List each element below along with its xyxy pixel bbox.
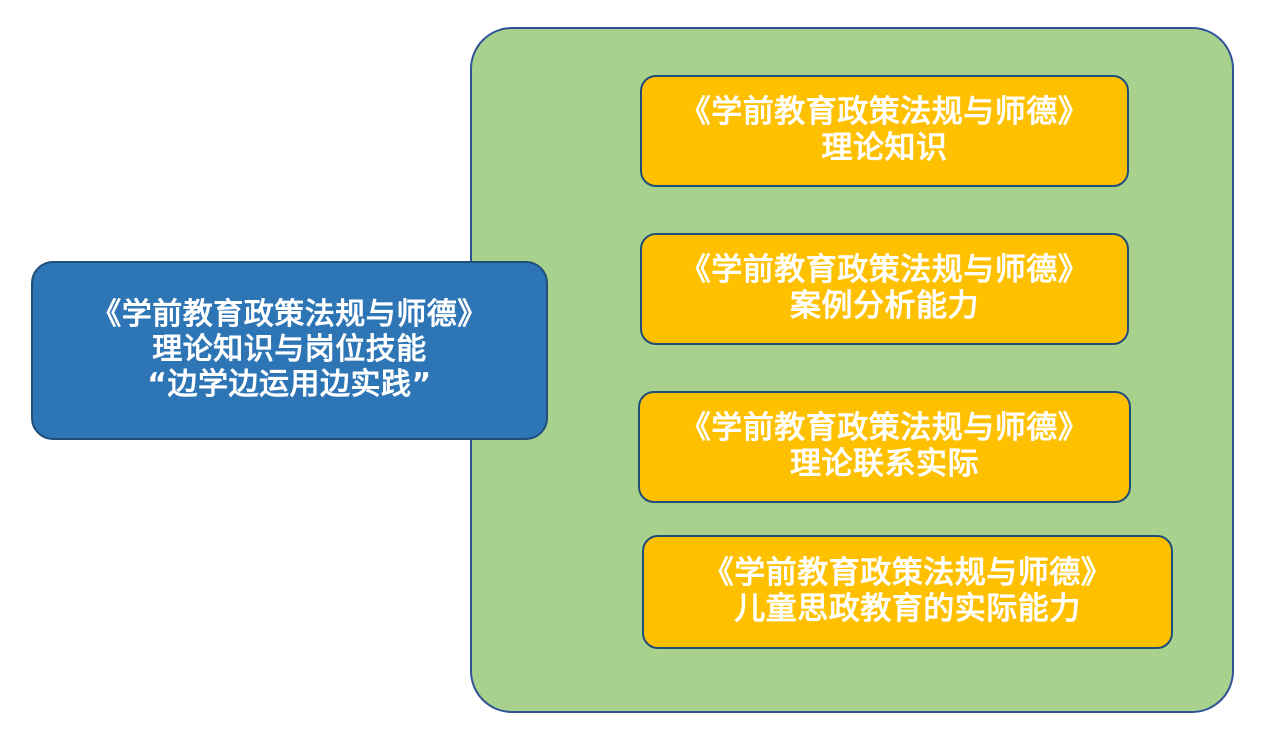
group-node-1-line-1: 《学前教育政策法规与师德》 bbox=[679, 94, 1090, 131]
group-node-3[interactable]: 《学前教育政策法规与师德》 理论联系实际 bbox=[638, 391, 1131, 503]
group-node-4-line-2: 儿童思政教育的实际能力 bbox=[734, 591, 1081, 627]
group-node-1[interactable]: 《学前教育政策法规与师德》 理论知识 bbox=[640, 75, 1129, 187]
source-node-line-3: “边学边运用边实践” bbox=[147, 366, 432, 402]
source-node[interactable]: 《学前教育政策法规与师德》 理论知识与岗位技能 “边学边运用边实践” bbox=[31, 261, 548, 440]
group-node-2-line-2: 案例分析能力 bbox=[790, 288, 979, 324]
group-node-2-line-1: 《学前教育政策法规与师德》 bbox=[679, 252, 1090, 289]
group-node-2[interactable]: 《学前教育政策法规与师德》 案例分析能力 bbox=[640, 233, 1129, 345]
source-node-line-1: 《学前教育政策法规与师德》 bbox=[91, 297, 488, 333]
group-node-4[interactable]: 《学前教育政策法规与师德》 儿童思政教育的实际能力 bbox=[642, 535, 1173, 649]
group-node-3-line-1: 《学前教育政策法规与师德》 bbox=[679, 410, 1090, 447]
source-node-line-2: 理论知识与岗位技能 bbox=[152, 332, 427, 368]
group-node-4-line-1: 《学前教育政策法规与师德》 bbox=[702, 555, 1113, 592]
group-node-1-line-2: 理论知识 bbox=[821, 130, 948, 166]
group-node-3-line-2: 理论联系实际 bbox=[790, 446, 979, 482]
